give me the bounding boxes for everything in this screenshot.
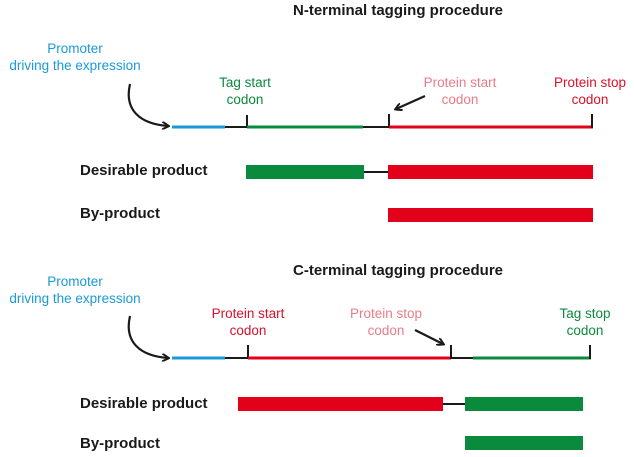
n-desirable-protein-bar	[388, 165, 593, 179]
n-promoter-label: Promoter driving the expression	[0, 40, 150, 74]
c-promoter-label-line2: driving the expression	[9, 291, 141, 306]
n-protein-start-label-line2: codon	[441, 92, 479, 107]
n-byproduct-label: By-product	[80, 205, 160, 222]
n-tag-start-label-line1: Tag start	[219, 75, 271, 90]
n-desirable-tag-bar	[246, 165, 364, 179]
c-terminal-products	[238, 397, 583, 450]
c-desirable-product-label: Desirable product	[80, 395, 208, 412]
n-protein-stop-label: Protein stop codon	[543, 74, 634, 108]
n-desirable-product-label: Desirable product	[80, 162, 208, 179]
c-protein-start-label-line1: Protein start	[211, 306, 285, 321]
n-terminal-products	[246, 165, 593, 222]
n-terminal-construct	[127, 83, 593, 128]
n-promoter-label-line1: Promoter	[47, 41, 103, 56]
c-terminal-construct	[127, 315, 591, 359]
n-protein-stop-label-line1: Protein stop	[553, 75, 627, 90]
c-tag-stop-label-line1: Tag stop	[559, 306, 611, 321]
n-protein-stop-label-line2: codon	[571, 92, 609, 107]
c-promoter-arrow	[127, 315, 168, 358]
c-protein-stop-arrow	[414, 329, 443, 344]
n-protein-start-label: Protein start codon	[410, 74, 510, 108]
c-protein-stop-label-line2: codon	[367, 323, 405, 338]
n-tag-start-label-line2: codon	[226, 92, 264, 107]
c-byproduct-label: By-product	[80, 435, 160, 452]
n-promoter-label-line2: driving the expression	[9, 58, 141, 73]
c-tag-stop-label-line2: codon	[566, 323, 604, 338]
c-desirable-protein-bar	[238, 397, 443, 411]
c-protein-stop-label-line1: Protein stop	[349, 306, 423, 321]
n-protein-start-arrow	[396, 94, 426, 109]
n-terminal-title: N-terminal tagging procedure	[293, 2, 504, 19]
c-protein-stop-label: Protein stop codon	[336, 305, 436, 339]
c-promoter-label: Promoter driving the expression	[0, 273, 150, 307]
c-desirable-tag-bar	[465, 397, 583, 411]
n-protein-start-label-line1: Protein start	[423, 75, 497, 90]
n-tag-start-label: Tag start codon	[205, 74, 285, 108]
c-promoter-label-line1: Promoter	[47, 274, 103, 289]
c-byproduct-tag-bar	[465, 436, 583, 450]
c-tag-stop-label: Tag stop codon	[545, 305, 625, 339]
c-protein-start-label-line2: codon	[229, 323, 267, 338]
n-byproduct-protein-bar	[388, 208, 593, 222]
c-terminal-title: C-terminal tagging procedure	[293, 262, 504, 279]
c-protein-start-label: Protein start codon	[198, 305, 298, 339]
n-promoter-arrow	[127, 83, 168, 126]
